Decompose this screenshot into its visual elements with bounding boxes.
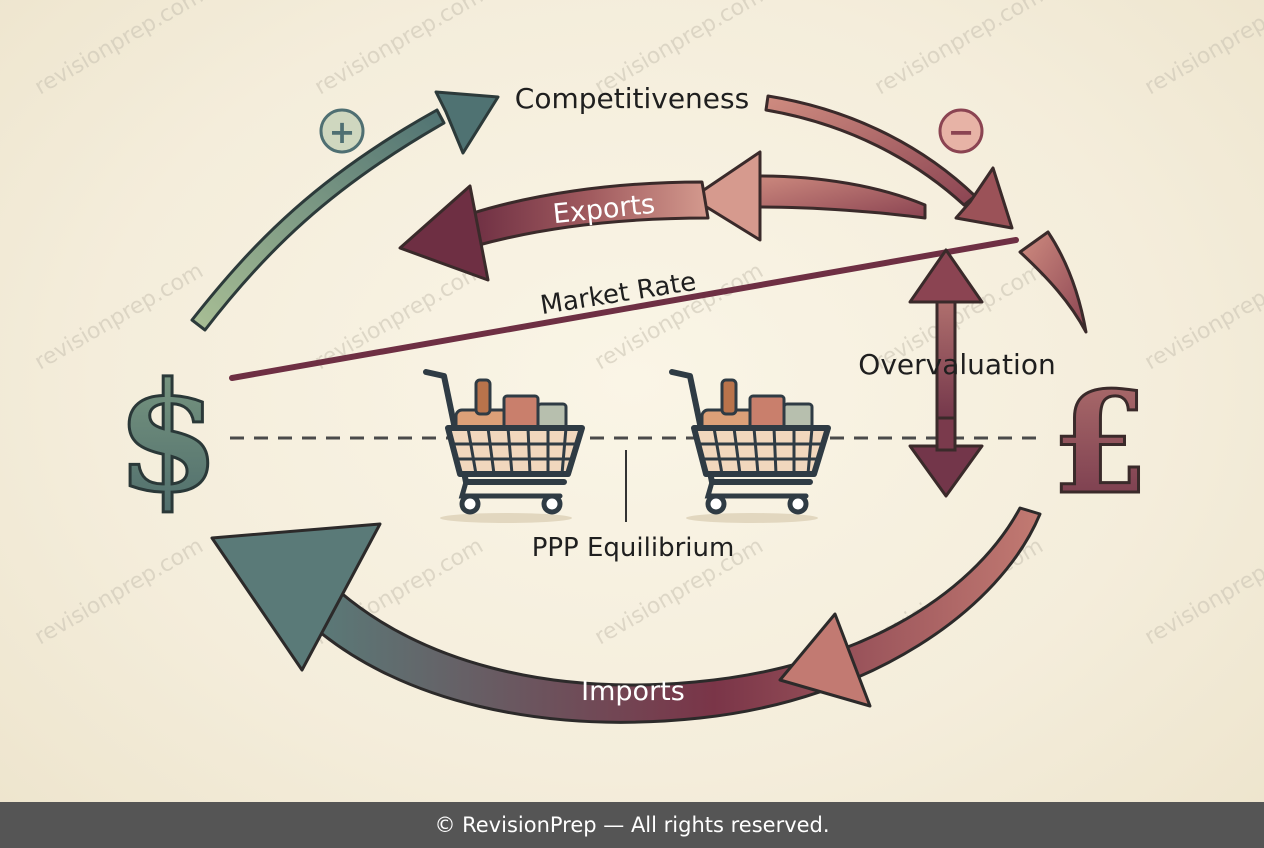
market-rate-line bbox=[229, 237, 1019, 381]
watermark-text: revisionprep.com bbox=[31, 0, 208, 100]
pound-icon: £ bbox=[1051, 362, 1148, 526]
competitiveness-fall-arrow bbox=[764, 94, 1014, 230]
plus-icon: + bbox=[319, 108, 365, 154]
overvaluation-label: Overvaluation bbox=[858, 348, 1055, 381]
dollar-icon: $ bbox=[116, 350, 220, 526]
watermark-text: revisionprep.com bbox=[311, 0, 488, 100]
watermark-text: revisionprep.com bbox=[871, 0, 1048, 100]
shopping-cart-icon bbox=[426, 372, 582, 523]
competitiveness-label: Competitiveness bbox=[515, 82, 749, 115]
minus-sign: − bbox=[948, 113, 975, 151]
watermark-text: revisionprep.com bbox=[1141, 533, 1264, 650]
plus-sign: + bbox=[329, 113, 356, 151]
arc-fragment bbox=[1018, 230, 1088, 334]
watermark-text: revisionprep.com bbox=[1141, 258, 1264, 375]
exports-arrow bbox=[398, 150, 927, 282]
watermark-text: revisionprep.com bbox=[1141, 0, 1264, 100]
minus-icon: − bbox=[938, 108, 984, 154]
ppp-equilibrium-label: PPP Equilibrium bbox=[532, 533, 735, 563]
imports-arrow bbox=[210, 506, 1042, 724]
copyright-footer: © RevisionPrep — All rights reserved. bbox=[0, 802, 1264, 848]
watermark-text: revisionprep.com bbox=[31, 533, 208, 650]
competitiveness-rise-arrow bbox=[190, 90, 500, 332]
shopping-cart-icon bbox=[672, 372, 828, 523]
overvaluation-arrow bbox=[908, 248, 984, 498]
imports-label: Imports bbox=[581, 676, 685, 707]
